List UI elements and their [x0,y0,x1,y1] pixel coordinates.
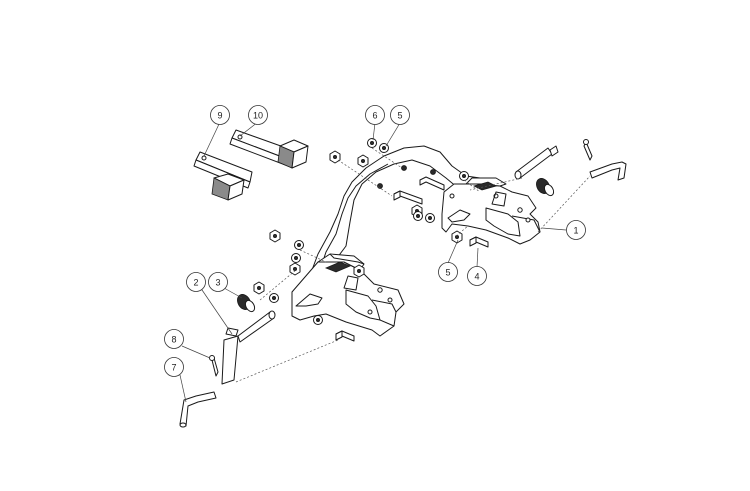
callout-3-label: 3 [215,278,220,288]
callout-6: 6 [365,105,385,125]
hitch-pin-right [514,139,627,197]
callout-2-label: 2 [193,278,198,288]
callout-2: 2 [186,272,206,292]
callout-5-top: 5 [390,105,410,125]
callout-5-top-label: 5 [397,111,402,121]
callout-7-label: 7 [171,363,176,373]
lock-knob-3 [237,294,256,313]
callout-3: 3 [208,272,228,292]
alignment-lines [235,147,591,383]
callout-10: 10 [248,105,268,125]
callout-9-label: 9 [217,111,222,121]
right-hitch-receiver [441,177,541,245]
hitch-bar-9 [193,151,253,201]
callout-5-bottom-label: 5 [445,268,450,278]
callout-9: 9 [210,105,230,125]
hex-bolts [335,176,489,342]
left-hitch-receiver [291,253,405,337]
pull-pin-7 [179,391,217,428]
callout-1-label: 1 [573,226,578,236]
callout-1: 1 [566,220,586,240]
callout-8: 8 [164,329,184,349]
clip-pin-8 [209,355,219,377]
callout-10-label: 10 [253,111,263,121]
callout-4-label: 4 [474,272,479,282]
callout-5-bottom: 5 [438,262,458,282]
callout-8-label: 8 [171,335,176,345]
callout-7: 7 [164,357,184,377]
hitch-bar-10 [229,129,309,169]
hitch-pin-left [221,310,276,385]
callout-6-label: 6 [372,111,377,121]
callout-4: 4 [467,266,487,286]
